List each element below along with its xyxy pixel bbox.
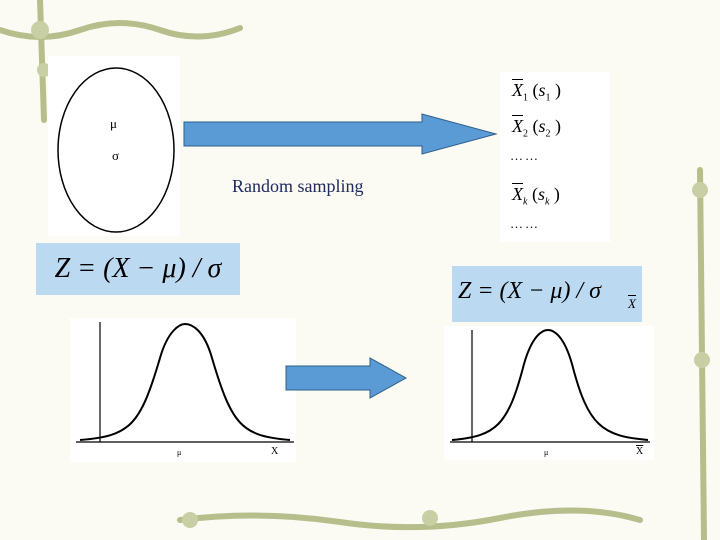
bottom-vine (177, 507, 643, 531)
distribution-arrow (285, 357, 408, 399)
sample-z-formula-subscript: X (628, 296, 636, 311)
random-sampling-caption: Random sampling (232, 176, 364, 196)
sample-row-1: X1 (s1 ) (512, 80, 562, 104)
sample-mean-x1: X (512, 80, 523, 100)
sampling-arrow (183, 113, 498, 155)
samples-panel: X1 (s1 ) X2 (s2 ) …… Xk (sk ) …… (500, 72, 610, 242)
population-normal-curve: μ X (70, 318, 296, 462)
sample-ellipsis-2: …… (510, 216, 540, 231)
left-vine (37, 0, 47, 123)
sample-stat-s2: s (538, 116, 546, 136)
population-panel: μ σ (48, 56, 180, 236)
sampling-distribution-curve: μ X (444, 326, 654, 460)
sample-stat-s1: s (538, 80, 546, 100)
sample-stat-sub-1: 1 (545, 92, 551, 104)
sample-stat-sub-k: k (544, 196, 550, 208)
sample-stat-sub-2: 2 (545, 128, 551, 140)
sample-ellipsis-1: …… (510, 148, 540, 163)
sample-z-formula-text: Z = (X − μ) / σ (458, 278, 601, 304)
population-ellipse (57, 67, 175, 233)
right-curve-x-label: X (636, 446, 644, 457)
population-curve-svg (76, 322, 294, 443)
bell-curve (451, 328, 649, 441)
sample-mean-x2: X (512, 116, 523, 136)
sample-z-formula: Z = (X − μ) / σ X (452, 266, 642, 322)
sample-sub-2: 2 (523, 128, 528, 140)
left-curve-mu-label: μ (177, 448, 182, 457)
mu-symbol: μ (110, 116, 117, 131)
sample-sub-1: 1 (523, 92, 528, 104)
sample-sub-k: k (523, 196, 528, 208)
sigma-symbol: σ (112, 148, 120, 163)
sampling-curve-svg (450, 328, 650, 443)
sample-row-k: Xk (sk ) (512, 184, 560, 208)
sample-row-2: X2 (s2 ) (512, 116, 562, 140)
sample-mean-xk: X (512, 184, 523, 204)
sample-stat-sk: s (537, 184, 545, 204)
bell-curve (79, 322, 291, 441)
right-curve-mu-label: μ (544, 448, 549, 457)
left-curve-x-label: X (271, 446, 279, 457)
population-z-formula: Z = (X − μ) / σ (36, 243, 240, 295)
